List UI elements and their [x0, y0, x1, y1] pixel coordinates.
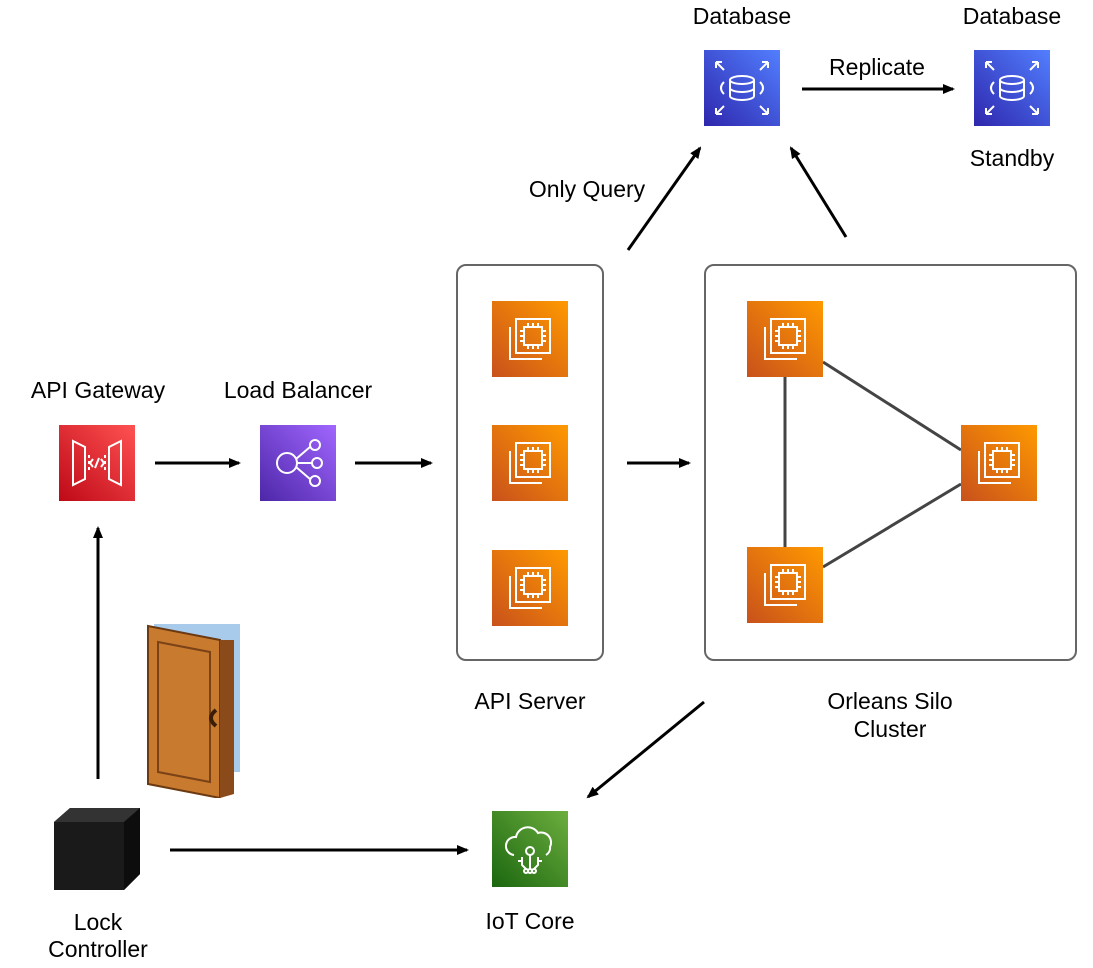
api-gateway-label: API Gateway [30, 377, 166, 403]
rds-database-icon [974, 50, 1050, 126]
orleans-silo-instance-bottom[interactable] [747, 547, 823, 623]
only-query-arrow [626, 146, 702, 251]
orleans-silo-label-line1: Orleans Silo [827, 688, 953, 714]
orleans-silo-label-line2: Cluster [853, 716, 927, 742]
black-box-icon [54, 808, 140, 890]
api-server-group [456, 264, 604, 661]
orleans-to-db-arrow [789, 146, 848, 238]
load-balancer-label: Load Balancer [223, 377, 373, 403]
api-gateway-icon [59, 425, 135, 501]
api-server-instance-3[interactable] [492, 550, 568, 626]
rds-database-icon [704, 50, 780, 126]
lock-controller-label-line2: Controller [48, 936, 148, 962]
mesh-line-bottom-right [822, 482, 962, 569]
mesh-line-top-right [822, 360, 962, 452]
ec2-instance-icon [747, 301, 823, 377]
database-primary[interactable] [704, 50, 780, 126]
database-primary-label: Database [692, 3, 792, 29]
elastic-load-balancer-icon [260, 425, 336, 501]
database-standby[interactable] [974, 50, 1050, 126]
replicate-label: Replicate [829, 54, 925, 80]
api-gateway[interactable] [59, 425, 135, 501]
orleans-silo-cluster-group [704, 264, 1077, 661]
iot-core-label: IoT Core [485, 908, 575, 934]
door-icon [147, 624, 240, 798]
ec2-instance-icon [492, 425, 568, 501]
database-standby-label: Database [962, 3, 1062, 29]
ec2-instance-icon [492, 550, 568, 626]
orleans-silo-instance-top[interactable] [747, 301, 823, 377]
iot-core[interactable] [492, 811, 568, 887]
orleans-silo-instance-right[interactable] [961, 425, 1037, 501]
iot-core-icon [492, 811, 568, 887]
orleans-to-iot-arrow [586, 700, 705, 799]
api-server-instance-2[interactable] [492, 425, 568, 501]
ec2-instance-icon [492, 301, 568, 377]
ec2-instance-icon [961, 425, 1037, 501]
api-server-instance-1[interactable] [492, 301, 568, 377]
load-balancer[interactable] [260, 425, 336, 501]
only-query-label: Only Query [528, 176, 646, 202]
database-standby-sublabel: Standby [969, 145, 1055, 171]
ec2-instance-icon [747, 547, 823, 623]
lock-controller-label-line1: Lock [73, 909, 123, 935]
api-server-label: API Server [474, 688, 586, 714]
